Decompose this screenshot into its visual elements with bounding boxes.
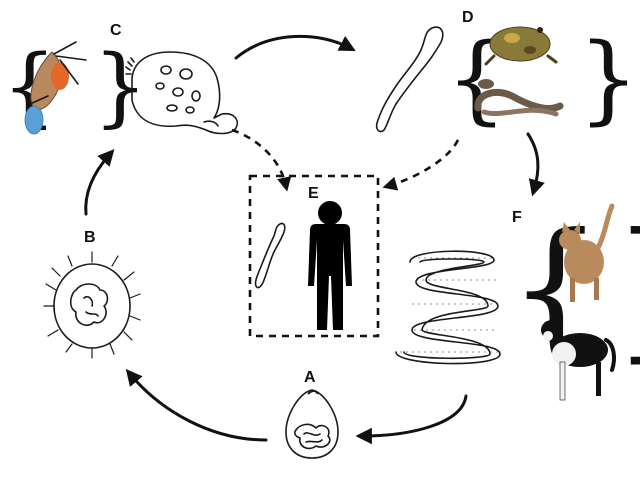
stage-b-coracidium-group: B (43, 229, 141, 359)
plerocercoid-larva-drawing (375, 26, 444, 133)
procercoid-larva-drawing (125, 51, 238, 135)
stage-label-b: B (84, 229, 96, 246)
dog-photo (541, 320, 616, 401)
stage-c-copepod-group: { } C (2, 22, 148, 137)
copepod-photo (24, 41, 87, 135)
snake-photo (474, 79, 564, 117)
plerocercoid-in-human-drawing (254, 222, 286, 289)
dashed-arrow-c-to-e (231, 128, 292, 192)
stage-e-group: E (248, 174, 380, 338)
stage-label-a: A (304, 369, 316, 386)
human-silhouette (308, 201, 352, 330)
cat-photo (559, 203, 615, 302)
egg-drawing (285, 389, 339, 459)
human-host-dashed-box (248, 174, 380, 338)
right-brace-c: } (93, 37, 148, 137)
arrow-d-to-f (526, 132, 545, 197)
stage-label-e: E (308, 185, 319, 202)
arrow-c-to-d (234, 34, 356, 60)
stage-f-group: { } F (395, 202, 640, 401)
stage-label-f: F (512, 209, 522, 226)
stage-label-c: C (110, 22, 122, 39)
right-brace-f: } (612, 202, 640, 376)
right-brace-d: } (578, 23, 639, 135)
frog-photo (484, 26, 558, 66)
stage-a-egg-group: A (285, 369, 339, 459)
dashed-arrow-d-to-e (382, 139, 460, 191)
arrow-f-to-a (355, 394, 468, 445)
stage-label-d: D (462, 9, 474, 26)
adult-tapeworm-drawing (395, 250, 501, 365)
arrow-a-to-b (125, 368, 268, 442)
stage-d-group: { } D (375, 9, 639, 135)
arrow-b-to-c (84, 149, 115, 216)
